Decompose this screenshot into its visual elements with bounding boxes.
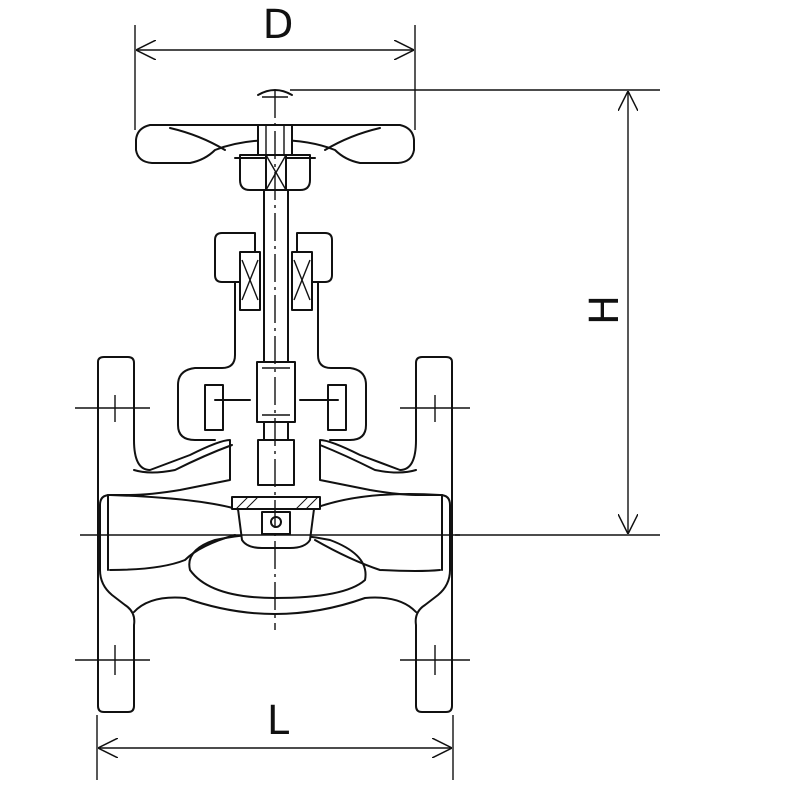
dimension-d: D xyxy=(134,2,416,130)
packing-left-x2 xyxy=(241,259,259,301)
stem xyxy=(256,189,296,486)
bonnet-bolt-left xyxy=(204,384,224,431)
disc-hatch-4 xyxy=(305,496,319,510)
bonnet-bolt-right xyxy=(327,384,347,431)
gland xyxy=(177,232,367,441)
passage-right-bottom xyxy=(314,539,441,572)
handwheel-spoke-right xyxy=(324,127,381,151)
d-label: D xyxy=(263,2,294,48)
body-top-curve-left xyxy=(133,444,233,474)
passage-left-top xyxy=(109,494,241,511)
dimension-l: L xyxy=(96,698,454,780)
body-top-curve-right xyxy=(319,444,417,474)
dimension-h: H xyxy=(290,89,660,536)
disc-hatch-1 xyxy=(235,496,249,510)
valve-seat-cavity xyxy=(188,533,367,599)
handwheel-spoke-left xyxy=(169,127,226,151)
valve-body xyxy=(97,356,453,713)
disc-hatch-3 xyxy=(295,496,309,510)
yoke-left xyxy=(177,281,236,441)
disc-hatch-2 xyxy=(245,496,259,510)
packing-right-x2 xyxy=(293,259,311,301)
centerlines xyxy=(75,90,470,675)
disc-pin xyxy=(270,516,282,528)
handwheel xyxy=(135,89,415,191)
h-label: H xyxy=(582,295,628,325)
stem-thread-section xyxy=(256,361,296,423)
stem-square-cross-b xyxy=(265,154,287,191)
l-label: L xyxy=(267,698,290,744)
passage-left-bottom xyxy=(109,534,236,571)
body-bottom-curve xyxy=(133,596,417,615)
yoke-right xyxy=(317,281,367,441)
stem-lower-plug xyxy=(257,439,295,486)
valve-disc xyxy=(231,496,321,549)
passage-right-top xyxy=(309,493,441,511)
